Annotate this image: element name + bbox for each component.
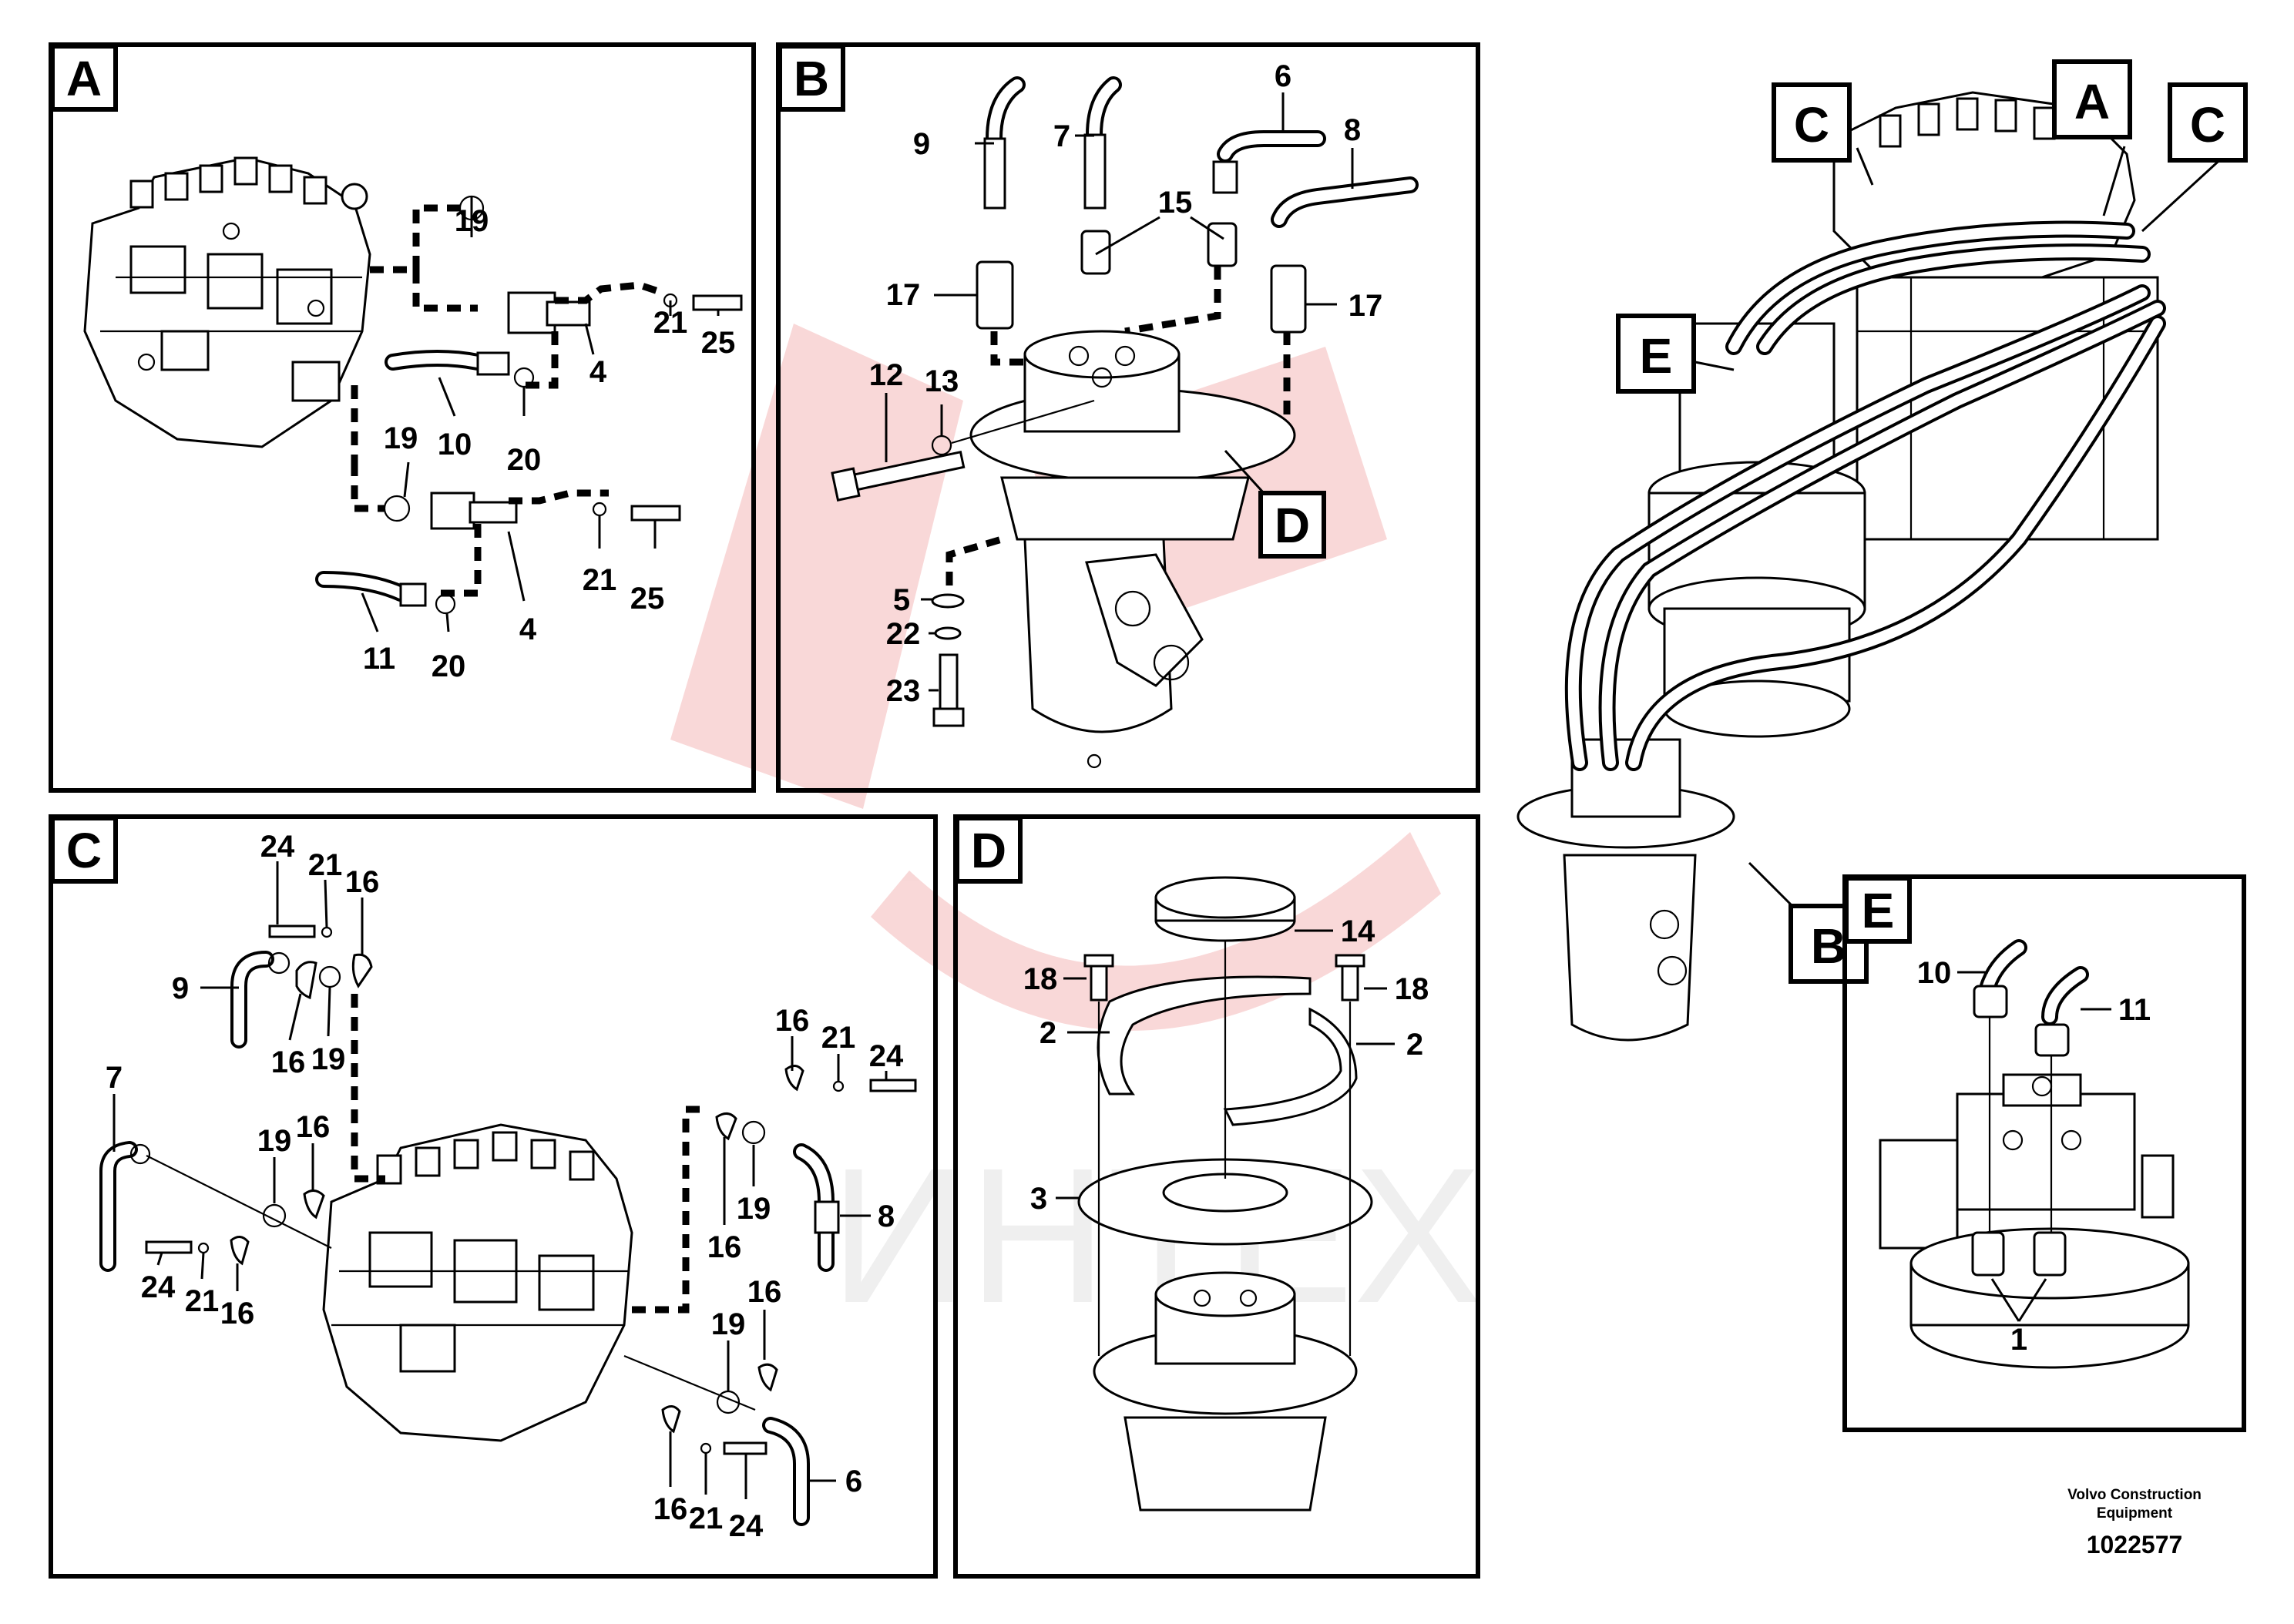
control-valve-block	[83, 156, 371, 448]
brand-line1: Volvo Construction	[2067, 1487, 2202, 1503]
panel-b-tag: B	[778, 44, 845, 112]
callout-b-17: 17	[886, 278, 921, 312]
panel-a-tag: A	[50, 44, 118, 112]
callout-c-21: 21	[308, 848, 343, 882]
callout-b-8: 8	[1344, 113, 1361, 147]
callout-a-21b: 21	[583, 563, 617, 597]
panel-e-tag: E	[1844, 876, 1912, 944]
callout-c-6: 6	[845, 1465, 862, 1498]
callout-c-8: 8	[878, 1200, 895, 1233]
callout-b-17b: 17	[1349, 289, 1383, 323]
callout-b-23: 23	[886, 674, 921, 708]
swivel-joint	[969, 330, 1296, 769]
svg-text:C: C	[2190, 97, 2225, 153]
callout-c-16f: 16	[707, 1230, 742, 1264]
overview-tag-e: E	[1616, 314, 1696, 394]
callout-c-21c: 21	[821, 1021, 856, 1055]
callout-c-24b: 24	[141, 1270, 176, 1304]
panel-e: E 10 11 1	[1842, 874, 2246, 1432]
control-valve-block-c	[322, 1123, 633, 1442]
callout-c-19c: 19	[737, 1192, 771, 1226]
callout-c-16h: 16	[653, 1492, 688, 1526]
svg-text:B: B	[1811, 918, 1846, 974]
callout-a-21: 21	[653, 306, 688, 340]
callout-c-16: 16	[345, 865, 380, 899]
callout-c-16g: 16	[747, 1275, 782, 1309]
callout-c-19: 19	[311, 1042, 346, 1076]
panel-d: D 14 18 18 2 2 3	[953, 814, 1480, 1579]
footer: Volvo Construction Equipment 1022577	[2067, 1487, 2202, 1559]
callout-b-15: 15	[1158, 186, 1193, 220]
svg-text:C: C	[1794, 97, 1829, 153]
callout-c-16e: 16	[775, 1004, 810, 1038]
callout-a-11: 11	[363, 642, 395, 676]
svg-text:E: E	[1862, 883, 1895, 938]
callout-c-24d: 24	[729, 1509, 764, 1543]
callout-a-4: 4	[589, 355, 607, 389]
svg-text:D: D	[971, 823, 1006, 878]
callout-a-19b: 19	[384, 421, 418, 455]
callout-c-16d: 16	[220, 1297, 255, 1330]
brand-line2: Equipment	[2097, 1505, 2173, 1522]
callout-b-6: 6	[1275, 59, 1291, 93]
svg-text:C: C	[66, 823, 102, 878]
callout-d-3: 3	[1030, 1182, 1047, 1216]
callout-b-5: 5	[893, 583, 910, 617]
doc-number: 1022577	[2087, 1531, 2183, 1559]
callout-c-21d: 21	[689, 1502, 724, 1535]
callout-b-9: 9	[913, 127, 930, 161]
callout-b-12: 12	[869, 358, 904, 392]
callout-b-13: 13	[925, 364, 959, 398]
overview-assembly: C A C E B	[1516, 59, 2248, 1042]
overview-tag-c-right: C	[2168, 82, 2248, 163]
callout-a-10: 10	[438, 428, 472, 461]
panel-c-tag: C	[50, 816, 118, 884]
panel-c: C	[49, 814, 938, 1579]
callout-c-21b: 21	[185, 1284, 220, 1318]
callout-a-25: 25	[701, 326, 736, 360]
callout-c-16c: 16	[296, 1110, 331, 1144]
callout-e-1: 1	[2010, 1323, 2027, 1357]
callout-c-19b: 19	[257, 1124, 292, 1158]
svg-text:A: A	[66, 51, 102, 106]
svg-text:B: B	[794, 51, 829, 106]
callout-c-9: 9	[172, 971, 189, 1005]
callout-e-10: 10	[1917, 956, 1952, 990]
callout-d-18: 18	[1023, 962, 1058, 996]
callout-d-2: 2	[1040, 1016, 1056, 1050]
callout-a-20b: 20	[432, 649, 466, 683]
ref-d: D	[1275, 498, 1310, 553]
callout-c-24: 24	[260, 830, 295, 864]
overview-tag-a: A	[2052, 59, 2132, 139]
panel-a: A	[49, 42, 756, 793]
svg-text:A: A	[2074, 74, 2110, 129]
callout-c-19d: 19	[711, 1307, 746, 1341]
callout-c-24c: 24	[869, 1039, 904, 1073]
callout-a-20: 20	[507, 443, 542, 477]
callout-d-18b: 18	[1395, 972, 1429, 1006]
callout-b-22: 22	[886, 617, 921, 651]
callout-c-16b: 16	[271, 1045, 306, 1079]
callout-b-7: 7	[1053, 119, 1070, 153]
callout-d-14: 14	[1341, 914, 1375, 948]
callout-a-19: 19	[455, 204, 489, 238]
callout-a-4b: 4	[519, 612, 537, 646]
callout-c-7: 7	[106, 1061, 123, 1095]
callout-a-25b: 25	[630, 582, 665, 616]
panel-b: B	[776, 42, 1480, 793]
svg-text:E: E	[1640, 328, 1673, 384]
callout-d-2b: 2	[1406, 1028, 1423, 1062]
callout-e-11: 11	[2118, 993, 2151, 1027]
overview-tag-c-left: C	[1772, 82, 1852, 163]
panel-d-tag: D	[955, 816, 1023, 884]
